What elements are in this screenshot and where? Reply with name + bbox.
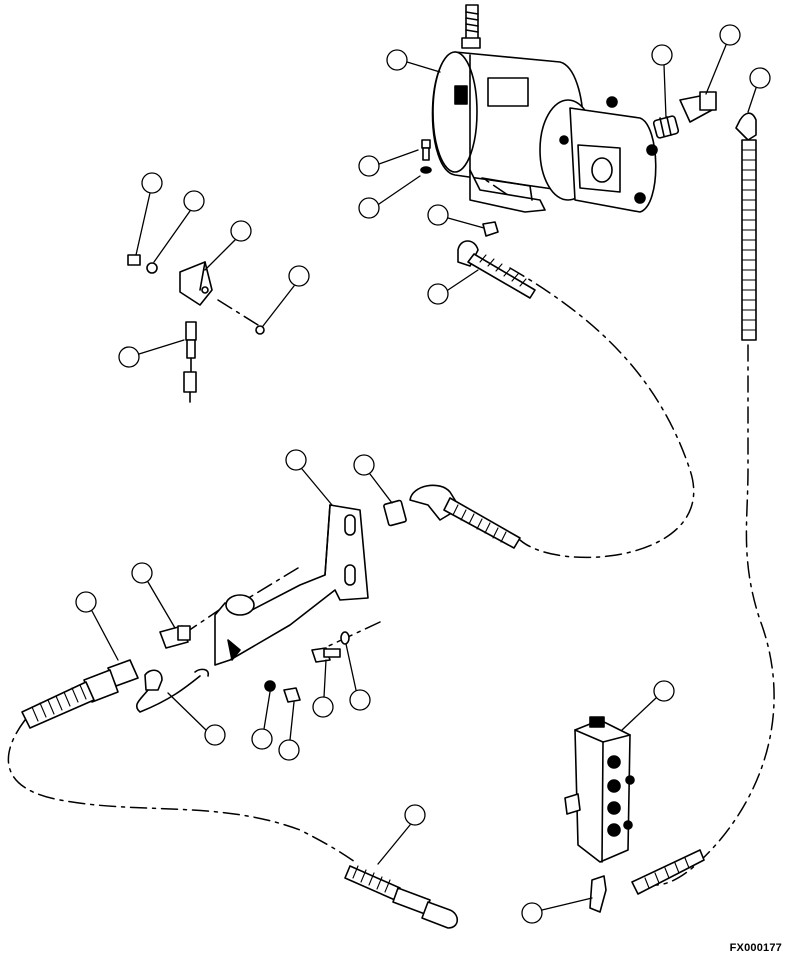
- callout-hose-end: [75, 591, 97, 613]
- lock-washer: [146, 262, 158, 274]
- pump-fittings: [652, 91, 757, 341]
- callout-lock-washer: [183, 190, 205, 212]
- callout-angle-bracket: [230, 220, 252, 242]
- callout-valve-outlet: [521, 902, 543, 924]
- route-nut-to-bracket: [217, 299, 259, 326]
- callout-bottom-hose: [404, 804, 426, 826]
- callout-bolt-b: [278, 739, 300, 761]
- callout-washer-b: [251, 728, 273, 750]
- pump-outlet-hose: [457, 240, 536, 299]
- route-bracket-c: [319, 621, 381, 651]
- callout-bulkhead-adapter: [353, 454, 375, 476]
- callout-mounting-bracket: [285, 449, 307, 471]
- washer-a: [340, 631, 350, 645]
- routing-lines: [7, 167, 775, 886]
- distribution-valve: [564, 716, 705, 913]
- figure-id-label: FX000177: [729, 942, 782, 954]
- callout-nipple: [131, 562, 153, 584]
- callout-cap-strap: [204, 724, 226, 746]
- screw: [127, 254, 141, 266]
- motor-stud: [465, 4, 479, 41]
- route-pump-to-valve: [509, 267, 695, 559]
- callout-bolt: [358, 155, 380, 177]
- callout-screw: [141, 172, 163, 194]
- callout-outlet-hose: [427, 283, 449, 305]
- callout-elbow: [719, 24, 741, 46]
- callout-motor: [386, 49, 408, 71]
- motor-foot: [469, 169, 546, 213]
- mounting-bracket: [214, 504, 369, 666]
- mid-hose: [443, 497, 521, 549]
- callout-nut: [288, 265, 310, 287]
- left-hose: [21, 681, 95, 729]
- nut: [255, 325, 265, 335]
- motor-pump-assembly: [431, 4, 658, 213]
- valve-return-hose: [631, 849, 705, 895]
- valve-outlet-fitting: [589, 875, 607, 913]
- angle-bracket: [179, 261, 213, 306]
- switch-bracket-group: [127, 254, 265, 403]
- callout-washer-a: [349, 689, 371, 711]
- callout-valve: [653, 680, 675, 702]
- route-left-loop: [7, 719, 356, 863]
- sensor: [185, 321, 197, 341]
- bottom-hose-assembly: [344, 865, 459, 929]
- callout-bolt-a: [312, 696, 334, 718]
- callout-small-nut: [427, 204, 449, 226]
- callout-sensor: [118, 346, 140, 368]
- route-hose-down: [654, 344, 775, 886]
- callout-vertical-hose: [749, 67, 771, 89]
- bracket-fittings: [264, 484, 521, 703]
- bolt-b: [283, 687, 301, 703]
- callouts: [75, 24, 771, 924]
- left-hose-assembly: [21, 625, 210, 729]
- motor-bolt-and-washer: [420, 139, 499, 237]
- vertical-hose: [735, 112, 757, 141]
- route-bracket-b: [171, 607, 223, 643]
- bulkhead-adapter: [383, 499, 407, 527]
- callout-adapter: [651, 44, 673, 66]
- adapter-fitting: [652, 115, 680, 139]
- washer-b: [264, 680, 276, 692]
- cap-with-strap: [144, 669, 163, 691]
- callout-washer: [358, 197, 380, 219]
- small-nut: [482, 221, 499, 237]
